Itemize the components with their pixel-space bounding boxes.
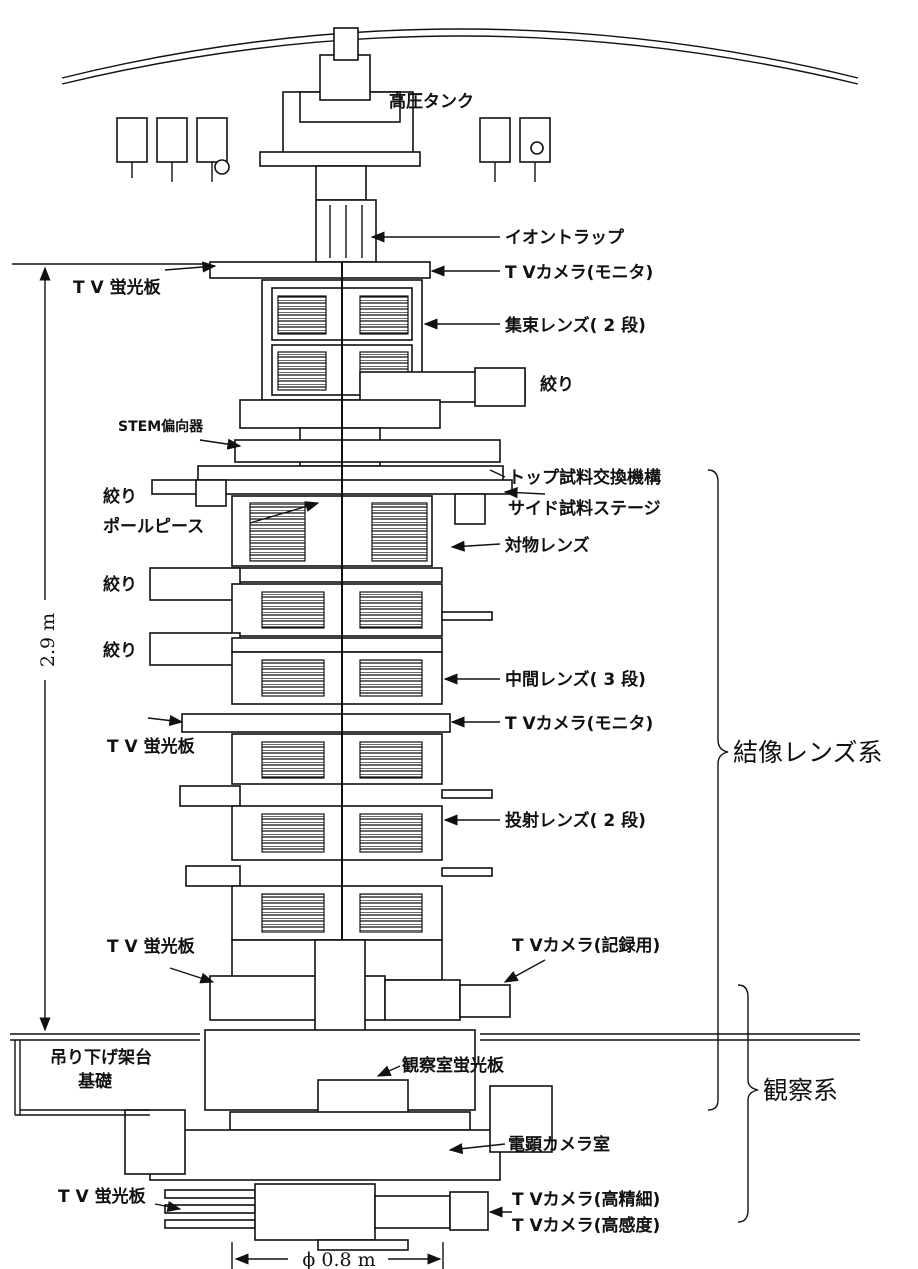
label-top-sample-exchange: トップ試料交換機構 [508,467,661,488]
group-observation-system: 観察系 [763,1076,838,1105]
height-dimension [12,263,205,1032]
label-aperture-3: 絞り [103,574,137,595]
label-projection-lens: 投射レンズ( 2 段) [505,810,646,831]
label-observation-screen: 観察室蛍光板 [402,1055,505,1076]
label-tv-screen-2: T V 蛍光板 [107,736,196,757]
label-tv-camera-monitor-2: T Vカメラ(モニタ) [505,714,653,734]
ion-trap-column [315,165,377,263]
observation-system-brace [737,984,759,1223]
diameter-label: ϕ 0.8 m [302,1249,375,1269]
label-tv-screen-3: T V 蛍光板 [107,936,196,957]
label-suspension-frame: 吊り下げ架台 [50,1047,152,1068]
label-objective-lens: 対物レンズ [504,535,590,556]
label-high-pressure-tank: 高圧タンク [389,91,474,112]
label-pole-piece: ポールピース [103,516,204,537]
label-ion-trap: イオントラップ [505,227,625,248]
label-intermediate-lens: 中間レンズ( 3 段) [505,669,646,690]
label-aperture-2: 絞り [103,486,137,507]
label-stem-deflector: STEM偏向器 [118,418,204,435]
label-em-camera-room: 電顕カメラ室 [508,1134,610,1155]
label-tv-screen-4: T V 蛍光板 [58,1186,147,1207]
height-label: 2.9 m [37,613,59,667]
group-imaging-system: 結像レンズ系 [733,738,883,767]
label-aperture-1: 絞り [540,374,574,395]
label-tv-camera-monitor-1: T Vカメラ(モニタ) [505,263,653,283]
high-pressure-tank [61,27,859,167]
label-tv-camera-hs: T Vカメラ(高感度) [512,1215,660,1236]
label-tv-camera-record: T Vカメラ(記録用) [512,935,660,956]
label-tv-camera-hd: T Vカメラ(高精細) [512,1189,660,1210]
imaging-system-brace [707,469,729,1111]
label-side-sample-stage: サイド試料ステージ [508,498,661,519]
tank-side-units-right [479,117,551,182]
label-condenser-lens: 集束レンズ( 2 段) [504,315,646,336]
label-tv-screen-1: T V 蛍光板 [73,277,162,298]
diameter-dimension [231,1242,444,1269]
floor-line [10,1033,860,1116]
main-column [124,261,553,1251]
label-aperture-4: 絞り [103,640,137,661]
tank-side-units-left [116,117,230,182]
label-foundation: 基礎 [77,1071,113,1092]
